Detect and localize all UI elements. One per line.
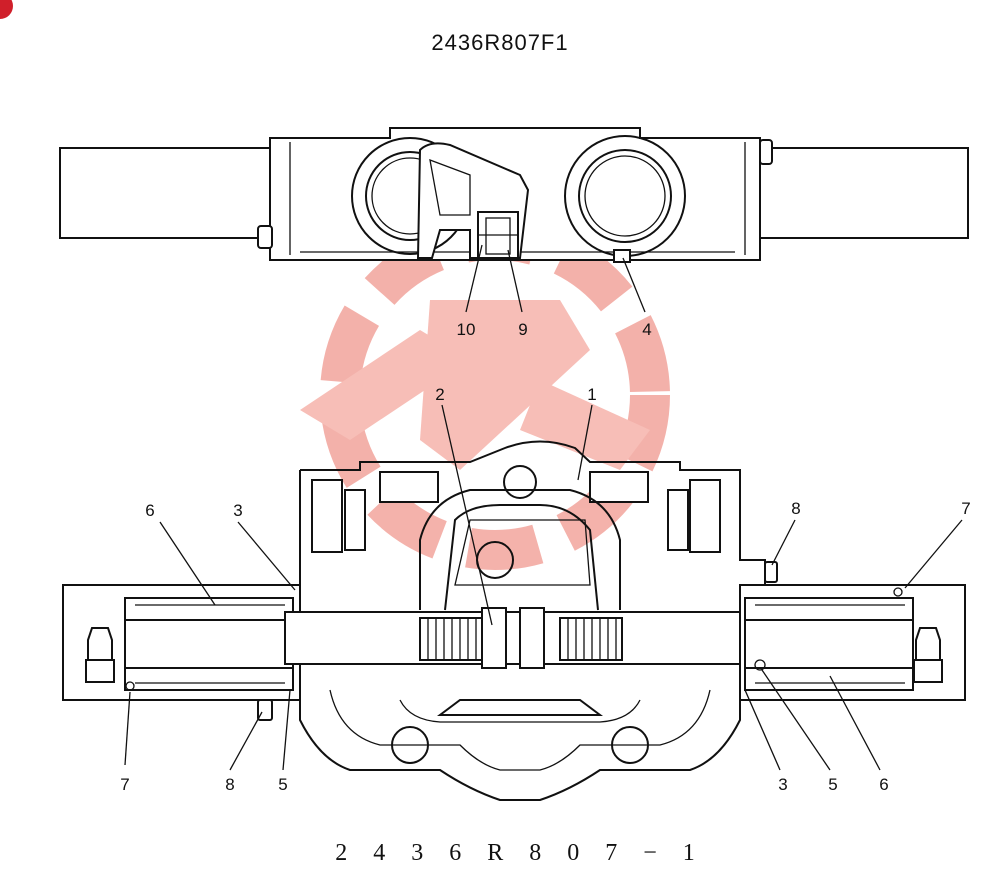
section-label-5-right: 5 <box>828 775 837 794</box>
section-label-6-right: 6 <box>879 775 888 794</box>
section-label-7-right: 7 <box>961 499 970 518</box>
section-label-6-left: 6 <box>145 501 154 520</box>
section-label-1: 1 <box>587 385 596 404</box>
section-label-3-left: 3 <box>233 501 242 520</box>
section-label-8-right: 8 <box>791 499 800 518</box>
section-label-5-left: 5 <box>278 775 287 794</box>
section-label-7-left: 7 <box>120 775 129 794</box>
section-view: 2 1 6 3 8 7 7 8 5 3 5 6 <box>62 385 971 801</box>
top-view: 10 9 4 <box>59 127 969 339</box>
section-label-2: 2 <box>435 385 444 404</box>
red-corner-badge-icon <box>0 0 13 19</box>
section-label-8-left: 8 <box>225 775 234 794</box>
bottom-drawing-number: 2 4 3 6 R 8 0 7 − 1 <box>335 840 705 866</box>
section-label-3-right: 3 <box>778 775 787 794</box>
top-label-4: 4 <box>642 320 651 339</box>
top-drawing-number: 2436R807F1 <box>431 30 568 55</box>
top-label-10: 10 <box>457 320 476 339</box>
top-label-9: 9 <box>518 320 527 339</box>
